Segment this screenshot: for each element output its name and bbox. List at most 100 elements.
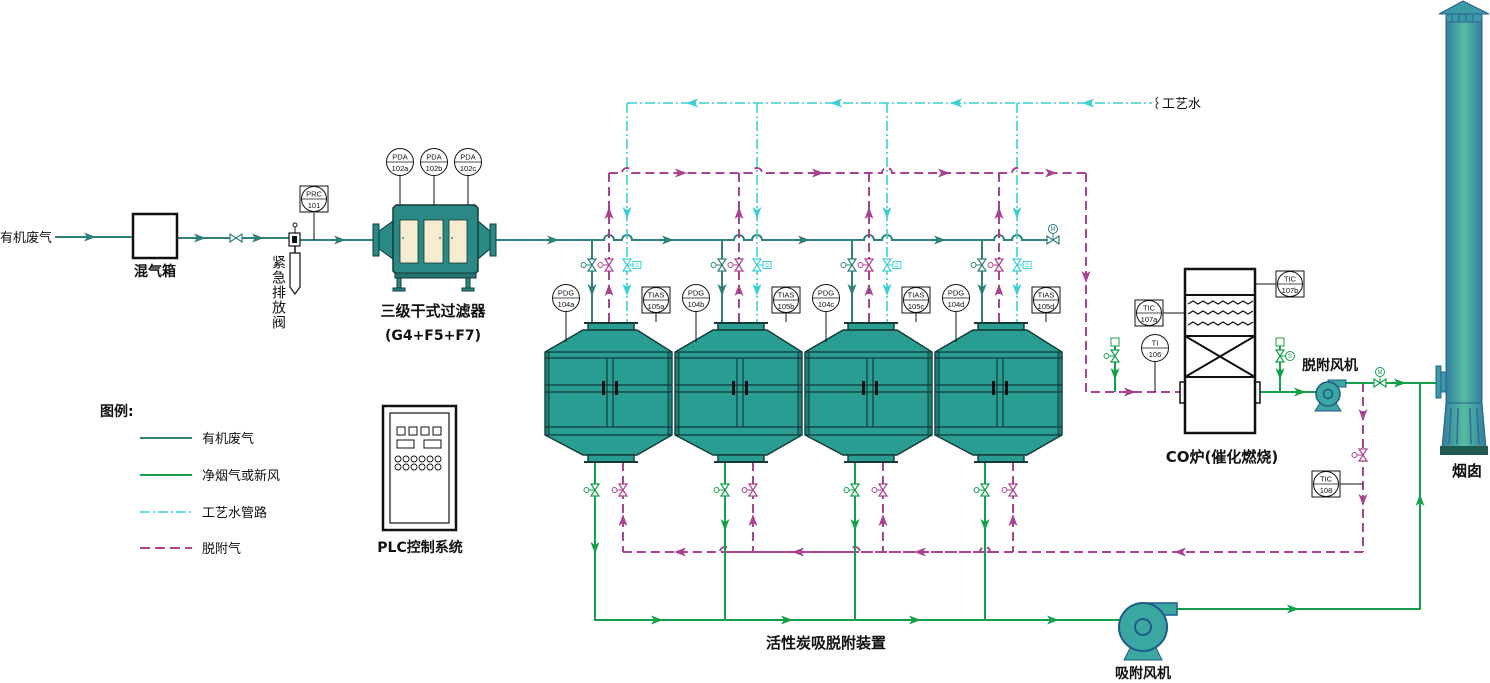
plc-label: PLC控制系统 bbox=[377, 539, 462, 556]
adsorber-bottom-nozzle bbox=[587, 454, 635, 463]
clean-air-valve[interactable]: S bbox=[1274, 349, 1295, 363]
clean-air-valve[interactable] bbox=[583, 483, 601, 497]
process-water-source-bracket bbox=[1155, 96, 1159, 110]
clean-air-valve[interactable]: M bbox=[1373, 367, 1387, 389]
activated-carbon-adsorber-c[interactable] bbox=[804, 322, 933, 463]
valve-body-icon bbox=[1007, 483, 1019, 497]
emergency-vent-valve[interactable] bbox=[288, 222, 301, 296]
activated-carbon-adsorber-b[interactable] bbox=[674, 322, 803, 463]
desorption-gas-pipe[interactable] bbox=[623, 546, 1363, 553]
adsorber-side-strip bbox=[797, 351, 803, 436]
desorption-gas-valve[interactable] bbox=[857, 258, 875, 272]
clean-air-pipe[interactable] bbox=[1177, 383, 1421, 610]
filter-base bbox=[394, 272, 477, 279]
handwheel-icon bbox=[741, 487, 748, 493]
plc-button-grid bbox=[394, 455, 442, 471]
instrument-number: 102a bbox=[392, 164, 410, 173]
co-catalytic-furnace[interactable] bbox=[1179, 267, 1261, 435]
mixing-box[interactable] bbox=[131, 212, 179, 260]
desorption-gas-valve[interactable] bbox=[987, 258, 1005, 272]
desorption-gas-pipe[interactable] bbox=[1085, 173, 1180, 393]
stack-vents bbox=[1451, 14, 1474, 22]
plc-display bbox=[396, 439, 415, 449]
adsorber-side-strip bbox=[934, 351, 940, 436]
flow-arrow-icon bbox=[934, 235, 946, 245]
actuator-box-icon bbox=[632, 261, 642, 269]
flow-arrow-icon bbox=[734, 284, 744, 296]
adsorption-fan-hub bbox=[1134, 618, 1152, 636]
organic-gas-valve[interactable] bbox=[840, 258, 858, 272]
instrument-number: 107b bbox=[1282, 286, 1299, 295]
desorption-gas-valve[interactable] bbox=[597, 258, 615, 272]
process-water-valve[interactable] bbox=[1011, 258, 1032, 272]
clean-air-valve[interactable] bbox=[973, 483, 991, 497]
three-stage-dry-filter[interactable] bbox=[372, 204, 497, 292]
desorption-gas-valve[interactable] bbox=[871, 483, 889, 497]
valve-body-icon bbox=[863, 258, 875, 272]
valve-body-icon bbox=[589, 483, 601, 497]
instrument-number: 102b bbox=[426, 164, 443, 173]
activated-carbon-adsorber-a[interactable] bbox=[544, 322, 673, 463]
instrument-number: 102c bbox=[460, 164, 477, 173]
flow-arrow-icon bbox=[590, 542, 600, 554]
flow-arrow-icon bbox=[980, 519, 990, 531]
adsorption-fan[interactable] bbox=[1118, 602, 1178, 661]
organic-gas-pipe[interactable] bbox=[496, 234, 1047, 241]
plc-button-icon bbox=[402, 463, 410, 471]
plc-button-icon bbox=[394, 463, 402, 471]
process-water-valve[interactable] bbox=[881, 258, 902, 272]
plc-button-icon bbox=[426, 463, 434, 471]
process-water-valve[interactable] bbox=[621, 258, 642, 272]
clean-air-valve[interactable] bbox=[843, 483, 861, 497]
organic-gas-valve[interactable] bbox=[970, 258, 988, 272]
adsorber-side-strip bbox=[674, 351, 680, 436]
flow-arrow-icon bbox=[950, 98, 962, 108]
clean-air-pipe[interactable] bbox=[594, 462, 1119, 621]
flow-arrow-icon bbox=[651, 615, 663, 625]
instrument-tag: TIAS bbox=[778, 291, 795, 300]
exhaust-stack[interactable] bbox=[1435, 0, 1490, 455]
organic-gas-valve[interactable] bbox=[580, 258, 598, 272]
instrument-tag: TIC bbox=[1284, 275, 1297, 284]
organic-gas-valve[interactable]: M bbox=[1046, 224, 1060, 246]
organic-gas-valve[interactable] bbox=[710, 258, 728, 272]
desorption-gas-pipe[interactable] bbox=[609, 167, 1086, 174]
activated-carbon-adsorber-d[interactable] bbox=[934, 322, 1063, 463]
desorption-gas-valve[interactable] bbox=[727, 258, 745, 272]
instrument-tag: TIC bbox=[1143, 304, 1156, 313]
desorption-gas-valve[interactable] bbox=[611, 483, 629, 497]
valve-body-icon bbox=[993, 258, 1005, 272]
instrument-tag: TI bbox=[1152, 339, 1159, 348]
clean-air-valve[interactable] bbox=[1103, 349, 1121, 363]
flow-arrow-icon bbox=[798, 235, 810, 245]
legend-label: 有机废气 bbox=[202, 431, 254, 447]
plc-cabinet[interactable] bbox=[381, 404, 458, 532]
valve-body-icon bbox=[586, 258, 598, 272]
desorption-gas-valve[interactable] bbox=[1351, 448, 1369, 462]
flow-arrow-icon bbox=[1012, 284, 1022, 296]
process-water-valve[interactable] bbox=[751, 258, 772, 272]
desorption-gas-valve[interactable] bbox=[741, 483, 759, 497]
clean-air-valve[interactable] bbox=[713, 483, 731, 497]
flow-arrow-icon bbox=[1008, 514, 1018, 526]
organic-gas-valve[interactable] bbox=[229, 232, 243, 244]
desorption-fan[interactable] bbox=[1314, 379, 1347, 412]
instrument-tic-107b[interactable]: TIC 107b bbox=[1255, 270, 1305, 298]
desorption-gas-valve[interactable] bbox=[1001, 483, 1019, 497]
